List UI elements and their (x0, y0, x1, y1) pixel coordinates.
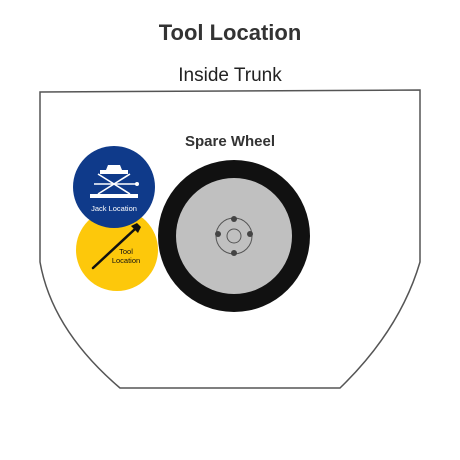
jack-location-circle (73, 146, 155, 228)
jack-icon (90, 165, 139, 198)
lug-nut-top (231, 216, 237, 222)
lug-nut-bottom (231, 250, 237, 256)
jack-location-label: Jack Location (91, 204, 137, 213)
page-subtitle: Inside Trunk (178, 65, 282, 86)
tool-location-marker: Tool Location (76, 209, 158, 291)
tool-location-label-line1: Tool (119, 247, 133, 256)
tool-location-label-line2: Location (112, 256, 140, 265)
spare-wheel-label: Spare Wheel (185, 133, 275, 150)
lug-nut-left (215, 231, 221, 237)
spare-wheel-icon (158, 160, 310, 312)
spare-wheel-rim (176, 178, 292, 294)
wrench-icon (91, 223, 141, 270)
wheel-hub-center (226, 228, 242, 244)
page-title: Tool Location (158, 20, 302, 45)
jack-location-marker: Jack Location (73, 146, 155, 228)
lug-nut-right (247, 231, 253, 237)
